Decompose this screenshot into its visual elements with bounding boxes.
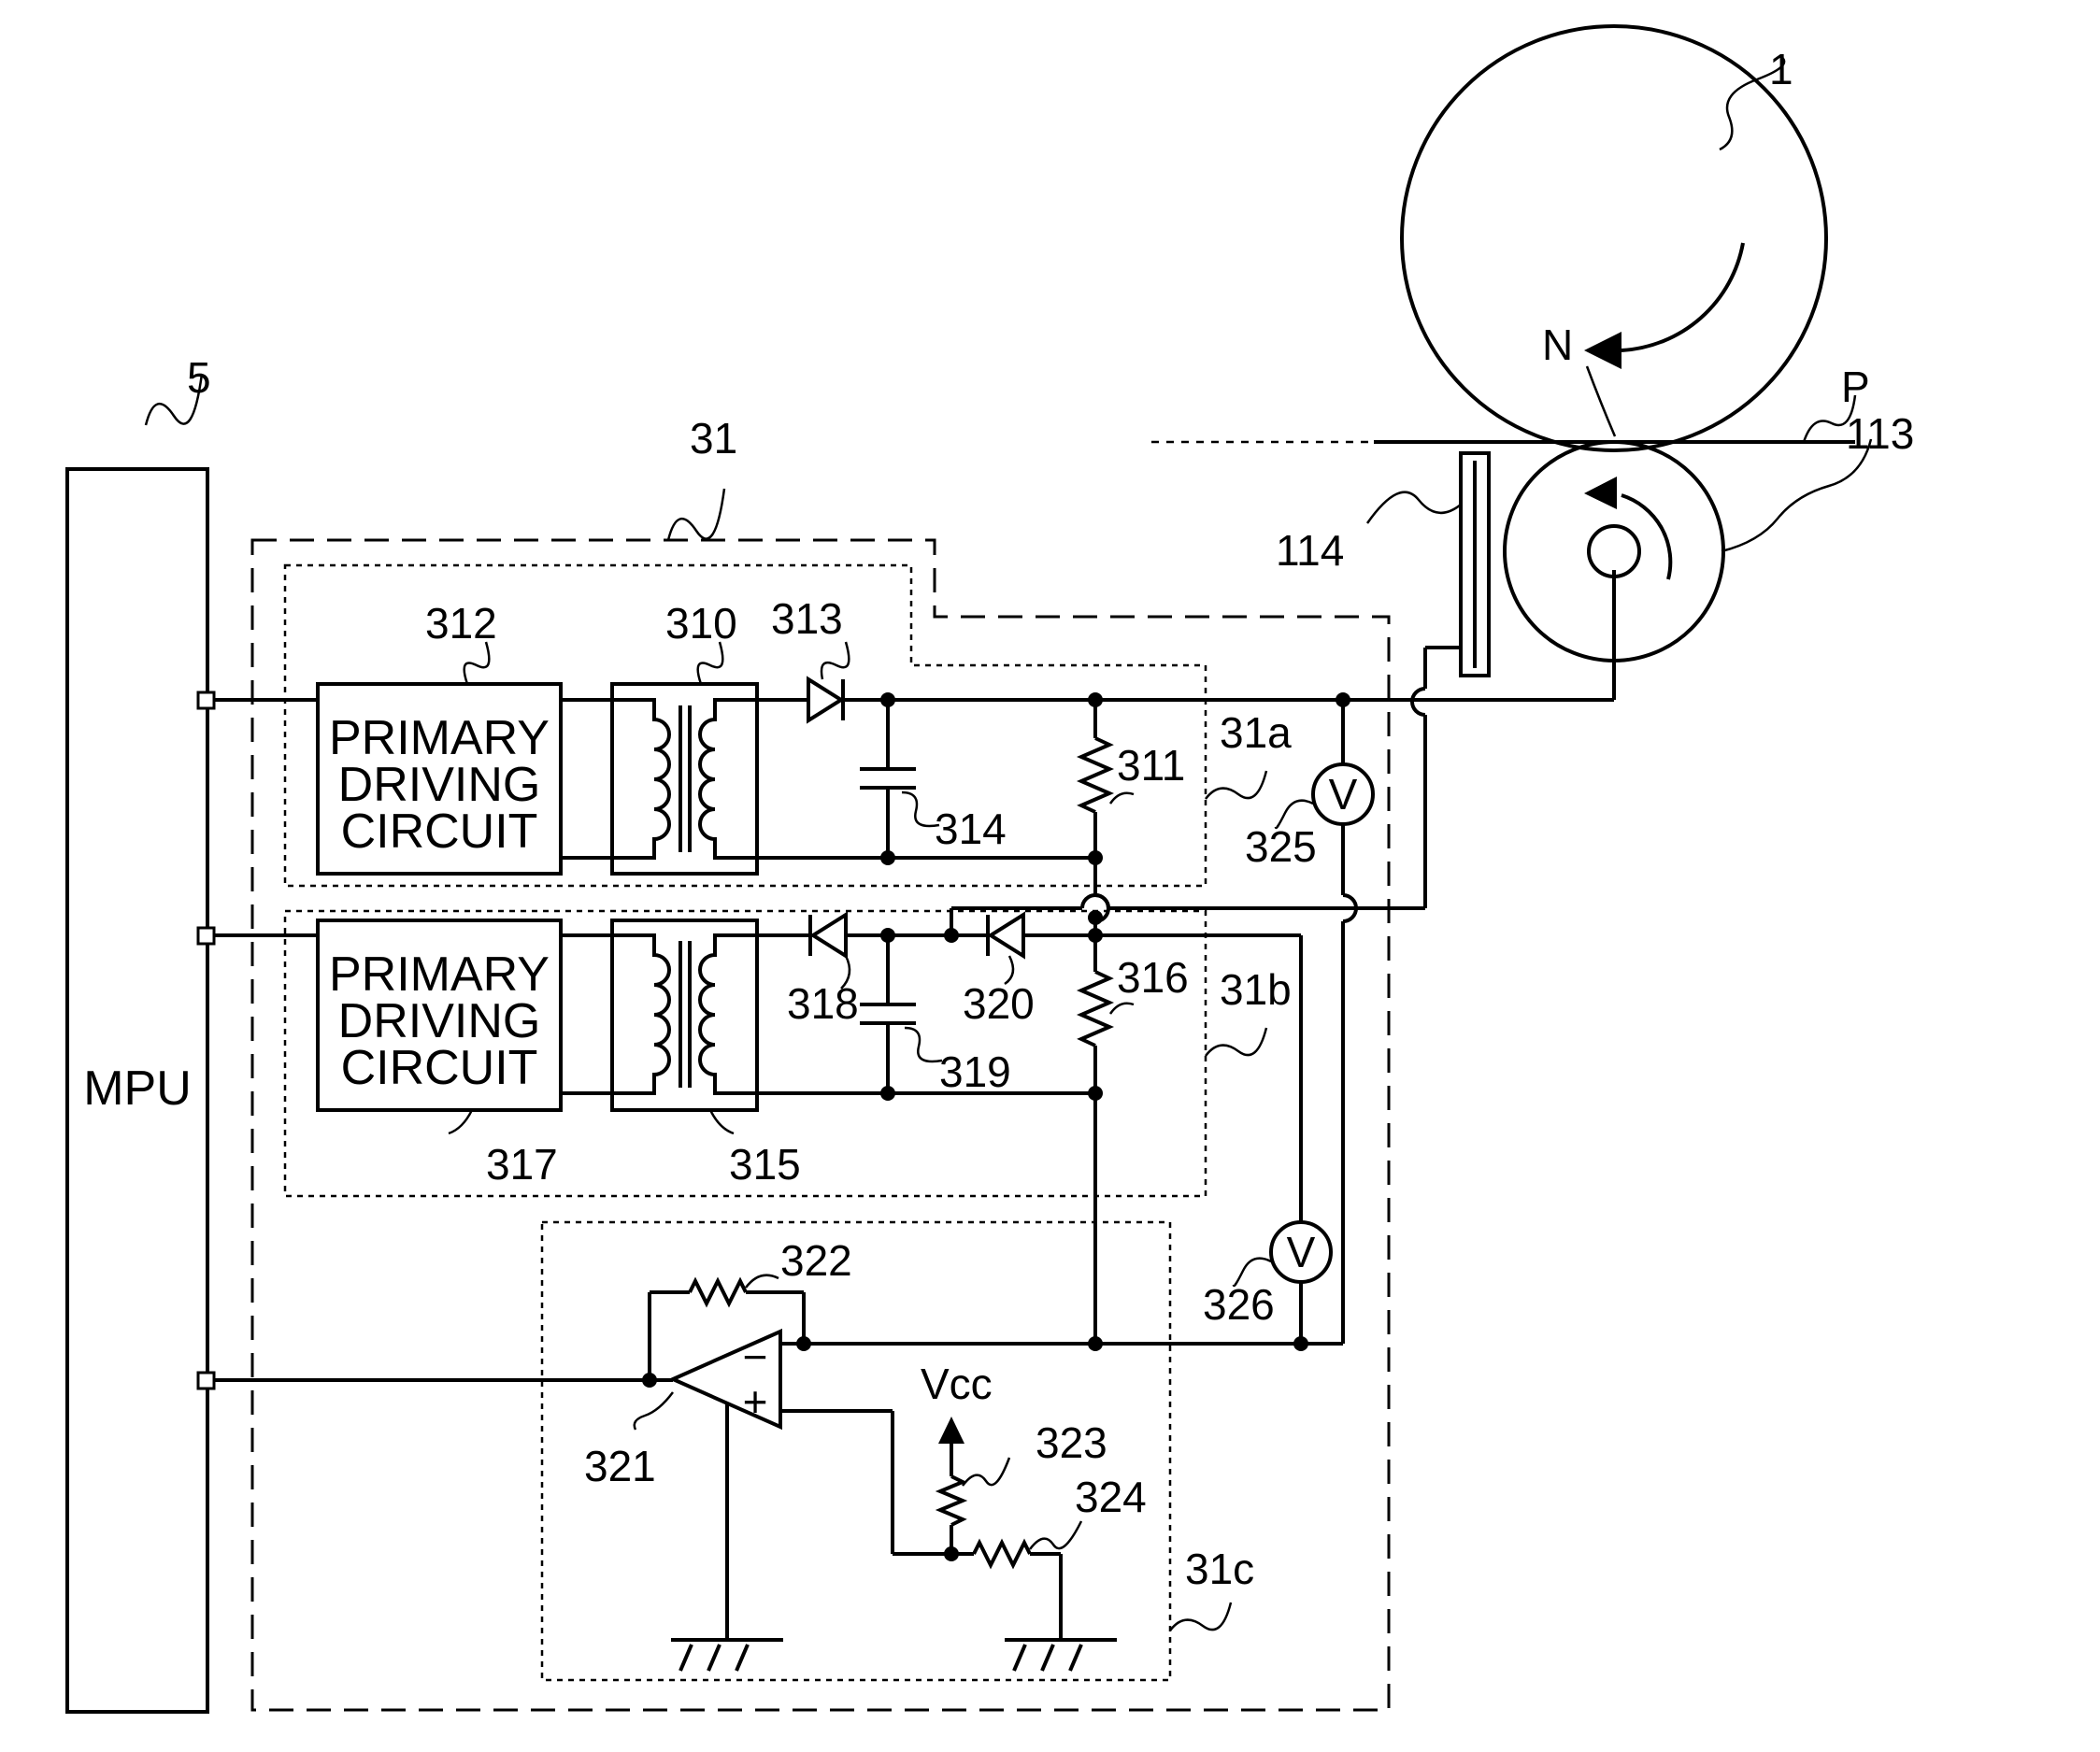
svg-text:Vcc: Vcc <box>921 1360 993 1408</box>
resistor-324 <box>974 1543 1030 1565</box>
label-paper-p: P <box>1841 363 1870 411</box>
svg-text:V: V <box>1287 1228 1316 1276</box>
label-drum-1: 1 <box>1769 45 1793 93</box>
resistor-323 <box>940 1476 963 1525</box>
diode-313 <box>808 679 843 720</box>
label-318: 318 <box>787 979 859 1028</box>
transformer-upper <box>612 684 757 874</box>
diode-320 <box>988 915 1023 956</box>
svg-text:V: V <box>1329 770 1358 819</box>
label-mpu-ref: 5 <box>187 353 211 402</box>
label-322: 322 <box>780 1236 852 1285</box>
label-nip-n: N <box>1542 320 1573 369</box>
label-312: 312 <box>425 599 497 648</box>
label-314: 314 <box>935 805 1007 853</box>
label-325: 325 <box>1245 822 1317 871</box>
diode-318 <box>810 915 846 956</box>
svg-text:CIRCUIT: CIRCUIT <box>341 805 538 859</box>
label-310: 310 <box>665 599 737 648</box>
label-316: 316 <box>1117 953 1189 1002</box>
label-321: 321 <box>584 1442 656 1490</box>
label-sub-31a: 31a <box>1220 708 1292 757</box>
sensor-114 <box>1461 453 1489 676</box>
resistor-316 <box>1081 935 1109 1093</box>
ground-symbol-right <box>1005 1640 1117 1671</box>
mpu-block: MPU <box>67 469 214 1712</box>
label-311: 311 <box>1117 741 1185 790</box>
resistor-311 <box>1081 700 1109 858</box>
label-sub-31c: 31c <box>1185 1545 1254 1593</box>
vcc-supply: Vcc <box>921 1360 993 1444</box>
label-313: 313 <box>771 594 843 643</box>
label-320: 320 <box>963 979 1035 1028</box>
label-315: 315 <box>729 1140 801 1189</box>
label-326: 326 <box>1203 1280 1275 1329</box>
svg-text:+: + <box>743 1377 768 1426</box>
primary-driving-circuit-upper: PRIMARY DRIVING CIRCUIT <box>318 684 561 874</box>
resistor-322 <box>690 1281 746 1303</box>
mpu-label: MPU <box>83 1061 192 1116</box>
label-roller-113: 113 <box>1846 409 1914 458</box>
capacitor-319 <box>860 935 916 1093</box>
svg-text:CIRCUIT: CIRCUIT <box>341 1041 538 1095</box>
voltmeter-325: V <box>1313 764 1373 824</box>
voltmeter-326: V <box>1271 1222 1331 1282</box>
label-317: 317 <box>486 1140 558 1189</box>
primary-driving-circuit-lower: PRIMARY DRIVING CIRCUIT <box>318 920 561 1110</box>
label-323: 323 <box>1036 1418 1107 1467</box>
capacitor-314 <box>860 700 916 858</box>
label-sub-31b: 31b <box>1220 965 1292 1014</box>
label-unit-31: 31 <box>690 414 737 463</box>
ground-symbol-left <box>671 1640 783 1671</box>
transformer-lower <box>612 920 757 1110</box>
svg-text:−: − <box>743 1332 768 1381</box>
drum-1 <box>1402 26 1826 450</box>
label-sensor-114: 114 <box>1276 526 1344 575</box>
label-324: 324 <box>1075 1473 1147 1521</box>
label-319: 319 <box>939 1047 1011 1096</box>
